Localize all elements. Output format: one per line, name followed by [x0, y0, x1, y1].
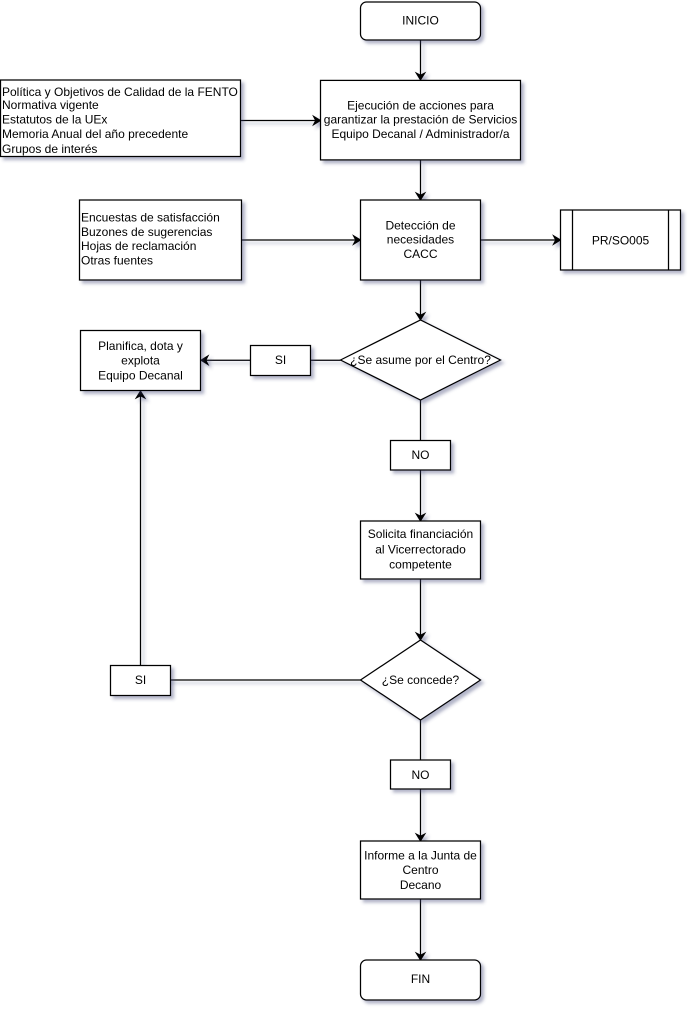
svg-text:Otras fuentes: Otras fuentes: [81, 253, 153, 267]
svg-text:Buzones de sugerencias: Buzones de sugerencias: [81, 225, 212, 239]
svg-text:NO: NO: [412, 448, 430, 462]
svg-text:Informe a la Junta de: Informe a la Junta de: [364, 848, 477, 862]
svg-text:al Vicerrectorado: al Vicerrectorado: [375, 542, 466, 556]
svg-text:competente: competente: [389, 557, 452, 571]
svg-text:Equipo Decanal: Equipo Decanal: [98, 368, 183, 382]
svg-text:Memoria Anual del año preceden: Memoria Anual del año precedente: [2, 127, 188, 141]
svg-text:CACC: CACC: [403, 247, 437, 261]
svg-text:SI: SI: [275, 353, 286, 367]
svg-text:Detección de: Detección de: [385, 219, 455, 233]
svg-text:PR/SO005: PR/SO005: [592, 233, 650, 247]
svg-text:Planifica, dota y: Planifica, dota y: [98, 339, 183, 353]
svg-text:Grupos de interés: Grupos de interés: [2, 142, 97, 156]
svg-text:Ejecución de acciones para: Ejecución de acciones para: [347, 98, 494, 112]
svg-text:Estatutos de la UEx: Estatutos de la UEx: [2, 112, 107, 126]
svg-text:explota: explota: [121, 354, 160, 368]
svg-text:¿Se concede?: ¿Se concede?: [382, 673, 460, 687]
svg-text:Equipo Decanal / Administrador: Equipo Decanal / Administrador/a: [331, 127, 509, 141]
svg-text:garantizar la prestación de Se: garantizar la prestación de Servicios: [324, 113, 517, 127]
svg-text:necesidades: necesidades: [387, 233, 454, 247]
svg-text:Decano: Decano: [400, 878, 442, 892]
svg-text:Hojas de reclamación: Hojas de reclamación: [81, 239, 196, 253]
svg-text:Normativa vigente: Normativa vigente: [2, 98, 99, 112]
svg-text:FIN: FIN: [411, 972, 430, 986]
svg-text:Centro: Centro: [402, 863, 438, 877]
svg-text:Encuestas de satisfacción: Encuestas de satisfacción: [81, 211, 220, 225]
svg-text:¿Se asume por el Centro?: ¿Se asume por el Centro?: [350, 353, 491, 367]
svg-text:Política y Objetivos de Calida: Política y Objetivos de Calidad de la FE…: [2, 85, 238, 99]
svg-text:INICIO: INICIO: [402, 14, 439, 28]
svg-text:Solicita financiación: Solicita financiación: [368, 527, 473, 541]
svg-text:NO: NO: [412, 768, 430, 782]
svg-text:SI: SI: [135, 673, 146, 687]
